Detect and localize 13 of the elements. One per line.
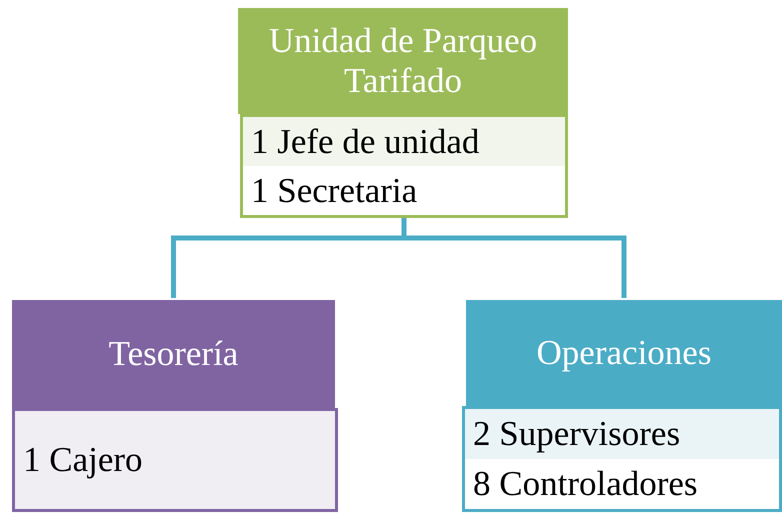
list-item: 1 Jefe de unidad [243,117,565,166]
list-item: 1 Cajero [15,411,335,509]
header-box [12,300,335,408]
list-item: 2 Supervisores [465,409,779,459]
list-box [462,406,782,512]
header-box [466,300,782,406]
list-item: 8 Controladores [472,463,699,505]
list-box [240,114,568,218]
header-text: Unidad de Parqueo Tarifado [268,21,538,101]
header-text: Operaciones [536,333,712,373]
list-item: 1 Secretaria [250,170,418,212]
header-box [238,8,568,114]
header-text: Tesorería [108,334,238,374]
